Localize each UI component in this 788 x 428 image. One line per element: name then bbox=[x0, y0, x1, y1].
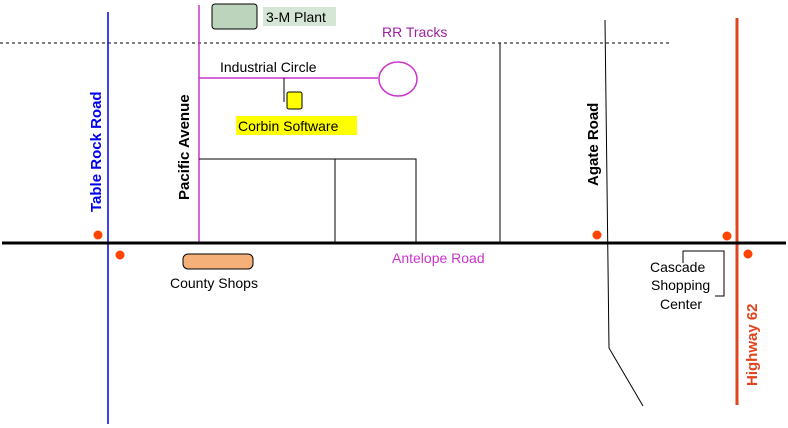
cascade-bracket bbox=[682, 250, 725, 297]
plant-label: 3-M Plant bbox=[266, 9, 326, 25]
cascade-label-line-2: Shopping bbox=[651, 277, 710, 293]
plant-building bbox=[211, 3, 258, 30]
cascade-label-line-1: Cascade bbox=[650, 259, 705, 275]
signal-marker bbox=[115, 250, 125, 260]
signal-marker bbox=[93, 230, 103, 240]
signal-marker bbox=[592, 230, 602, 240]
county-shops-building bbox=[182, 253, 254, 270]
signal-marker bbox=[722, 231, 732, 241]
industrial-circle-cul-de-sac bbox=[378, 61, 418, 97]
side-street-grid bbox=[199, 158, 417, 243]
pacific-avenue-label: Pacific Avenue bbox=[176, 94, 193, 200]
county-shops-label: County Shops bbox=[170, 275, 258, 291]
agate-road-line bbox=[604, 19, 644, 407]
plant-label-bg bbox=[263, 7, 336, 26]
corbin-label-highlight bbox=[236, 116, 357, 135]
table-rock-road-label: Table Rock Road bbox=[88, 91, 105, 212]
corbin-label: Corbin Software bbox=[238, 118, 339, 134]
antelope-road-label: Antelope Road bbox=[392, 250, 485, 266]
agate-road-label: Agate Road bbox=[585, 103, 602, 186]
signal-marker bbox=[743, 249, 753, 259]
corbin-building bbox=[286, 91, 303, 110]
cascade-label-line-3: Center bbox=[660, 296, 702, 312]
industrial-circle-label: Industrial Circle bbox=[220, 59, 317, 75]
highway-62-label: Highway 62 bbox=[744, 303, 761, 386]
rr-tracks-label: RR Tracks bbox=[382, 24, 447, 40]
